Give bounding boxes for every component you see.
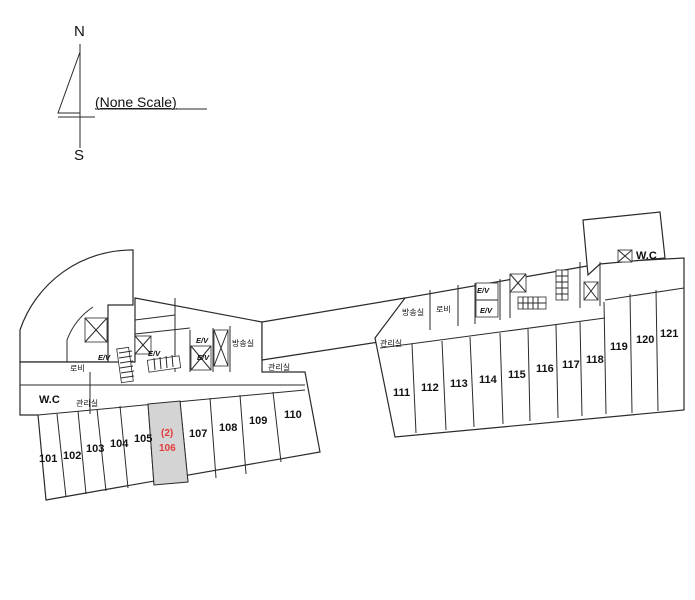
ev-label: E/V xyxy=(197,353,210,362)
ev-label: E/V xyxy=(480,306,493,315)
labels: W.C W.C 로비 로비 관리실 관리실 관리실 방송실 방송실 E/V E/… xyxy=(39,250,678,465)
east-block xyxy=(374,257,685,438)
partition xyxy=(499,332,504,425)
room-label-111: 111 xyxy=(393,387,410,399)
highlight-prefix: (2) xyxy=(161,428,173,439)
elevator-shaft-icon xyxy=(134,335,152,355)
partition xyxy=(441,340,447,431)
ev-label: E/V xyxy=(148,349,161,358)
west-interior xyxy=(20,298,306,498)
partition xyxy=(56,413,67,498)
room-label-105: 105 xyxy=(134,433,152,445)
partition xyxy=(527,328,531,422)
compass: N S (None Scale) xyxy=(57,23,207,164)
scale-note: (None Scale) xyxy=(95,94,177,110)
room-label-107: 107 xyxy=(189,428,207,440)
elevator-shaft-icon xyxy=(475,282,499,318)
room-label-114: 114 xyxy=(479,374,498,386)
room-label-118: 118 xyxy=(586,354,604,366)
rounded-corner-wing xyxy=(19,249,134,363)
office-label-1: 관리실 xyxy=(76,398,98,408)
room-label-104: 104 xyxy=(110,438,129,450)
room-label-115: 115 xyxy=(508,369,526,381)
stair-icon xyxy=(517,296,547,310)
office-label-2: 관리실 xyxy=(268,362,290,372)
room-label-121: 121 xyxy=(660,328,678,340)
room-label-109: 109 xyxy=(249,415,267,427)
room-label-108: 108 xyxy=(219,422,237,434)
office-label-3: 관리실 xyxy=(380,338,402,348)
stair-icon xyxy=(146,354,182,373)
broadcast-room-label-2: 방송실 xyxy=(402,307,424,317)
partition xyxy=(629,293,633,414)
broadcast-room-label-1: 방송실 xyxy=(232,338,254,348)
partition xyxy=(272,391,282,463)
partition xyxy=(469,336,475,428)
ev-label: E/V xyxy=(477,286,490,295)
wc-label-east: W.C xyxy=(636,250,657,262)
room-label-116: 116 xyxy=(536,363,554,375)
stair-icon xyxy=(116,346,135,384)
room-label-106: 106 xyxy=(159,443,176,454)
partition xyxy=(77,410,87,495)
room-label-120: 120 xyxy=(636,334,654,346)
elevator-shaft-icon xyxy=(190,345,212,371)
room-label-117: 117 xyxy=(562,359,580,371)
lobby-label-west: 로비 xyxy=(70,364,85,373)
compass-south-label: S xyxy=(74,147,84,164)
room-label-102: 102 xyxy=(63,450,81,462)
highlighted-room-106[interactable] xyxy=(147,400,189,486)
elevator-shaft-icon xyxy=(583,281,599,301)
northeast-wing xyxy=(582,211,666,277)
compass-north-label: N xyxy=(74,23,85,40)
inner-curve xyxy=(66,306,94,362)
wc-label-west: W.C xyxy=(39,394,60,406)
partition xyxy=(209,397,217,479)
lobby-label-east: 로비 xyxy=(436,305,451,314)
elevator-shaft-icon xyxy=(84,317,108,343)
stair-icon xyxy=(555,269,569,301)
wall-line xyxy=(134,314,176,321)
room-label-103: 103 xyxy=(86,443,104,455)
partition xyxy=(655,289,659,412)
partition xyxy=(96,408,107,492)
north-arrow-icon xyxy=(57,51,81,114)
room-label-110: 110 xyxy=(284,409,302,421)
partition xyxy=(411,343,417,434)
elevator-shaft-icon xyxy=(509,273,527,293)
ev-label: E/V xyxy=(98,353,111,362)
elevator-shaft-icon xyxy=(617,249,633,263)
east-interior xyxy=(379,249,685,434)
ev-label: E/V xyxy=(196,336,209,345)
partition xyxy=(239,394,247,475)
room-label-112: 112 xyxy=(421,382,439,394)
room-label-101: 101 xyxy=(39,453,57,465)
elevator-shaft-icon xyxy=(213,329,229,367)
partition xyxy=(603,301,607,415)
room-label-119: 119 xyxy=(610,341,628,353)
wall-line xyxy=(134,327,191,335)
partition xyxy=(579,321,583,417)
partition xyxy=(555,324,559,419)
partition xyxy=(119,405,129,489)
room-label-113: 113 xyxy=(450,378,468,390)
corridor-line xyxy=(379,317,606,349)
corridor-line xyxy=(604,287,685,301)
building-outline xyxy=(19,211,685,501)
